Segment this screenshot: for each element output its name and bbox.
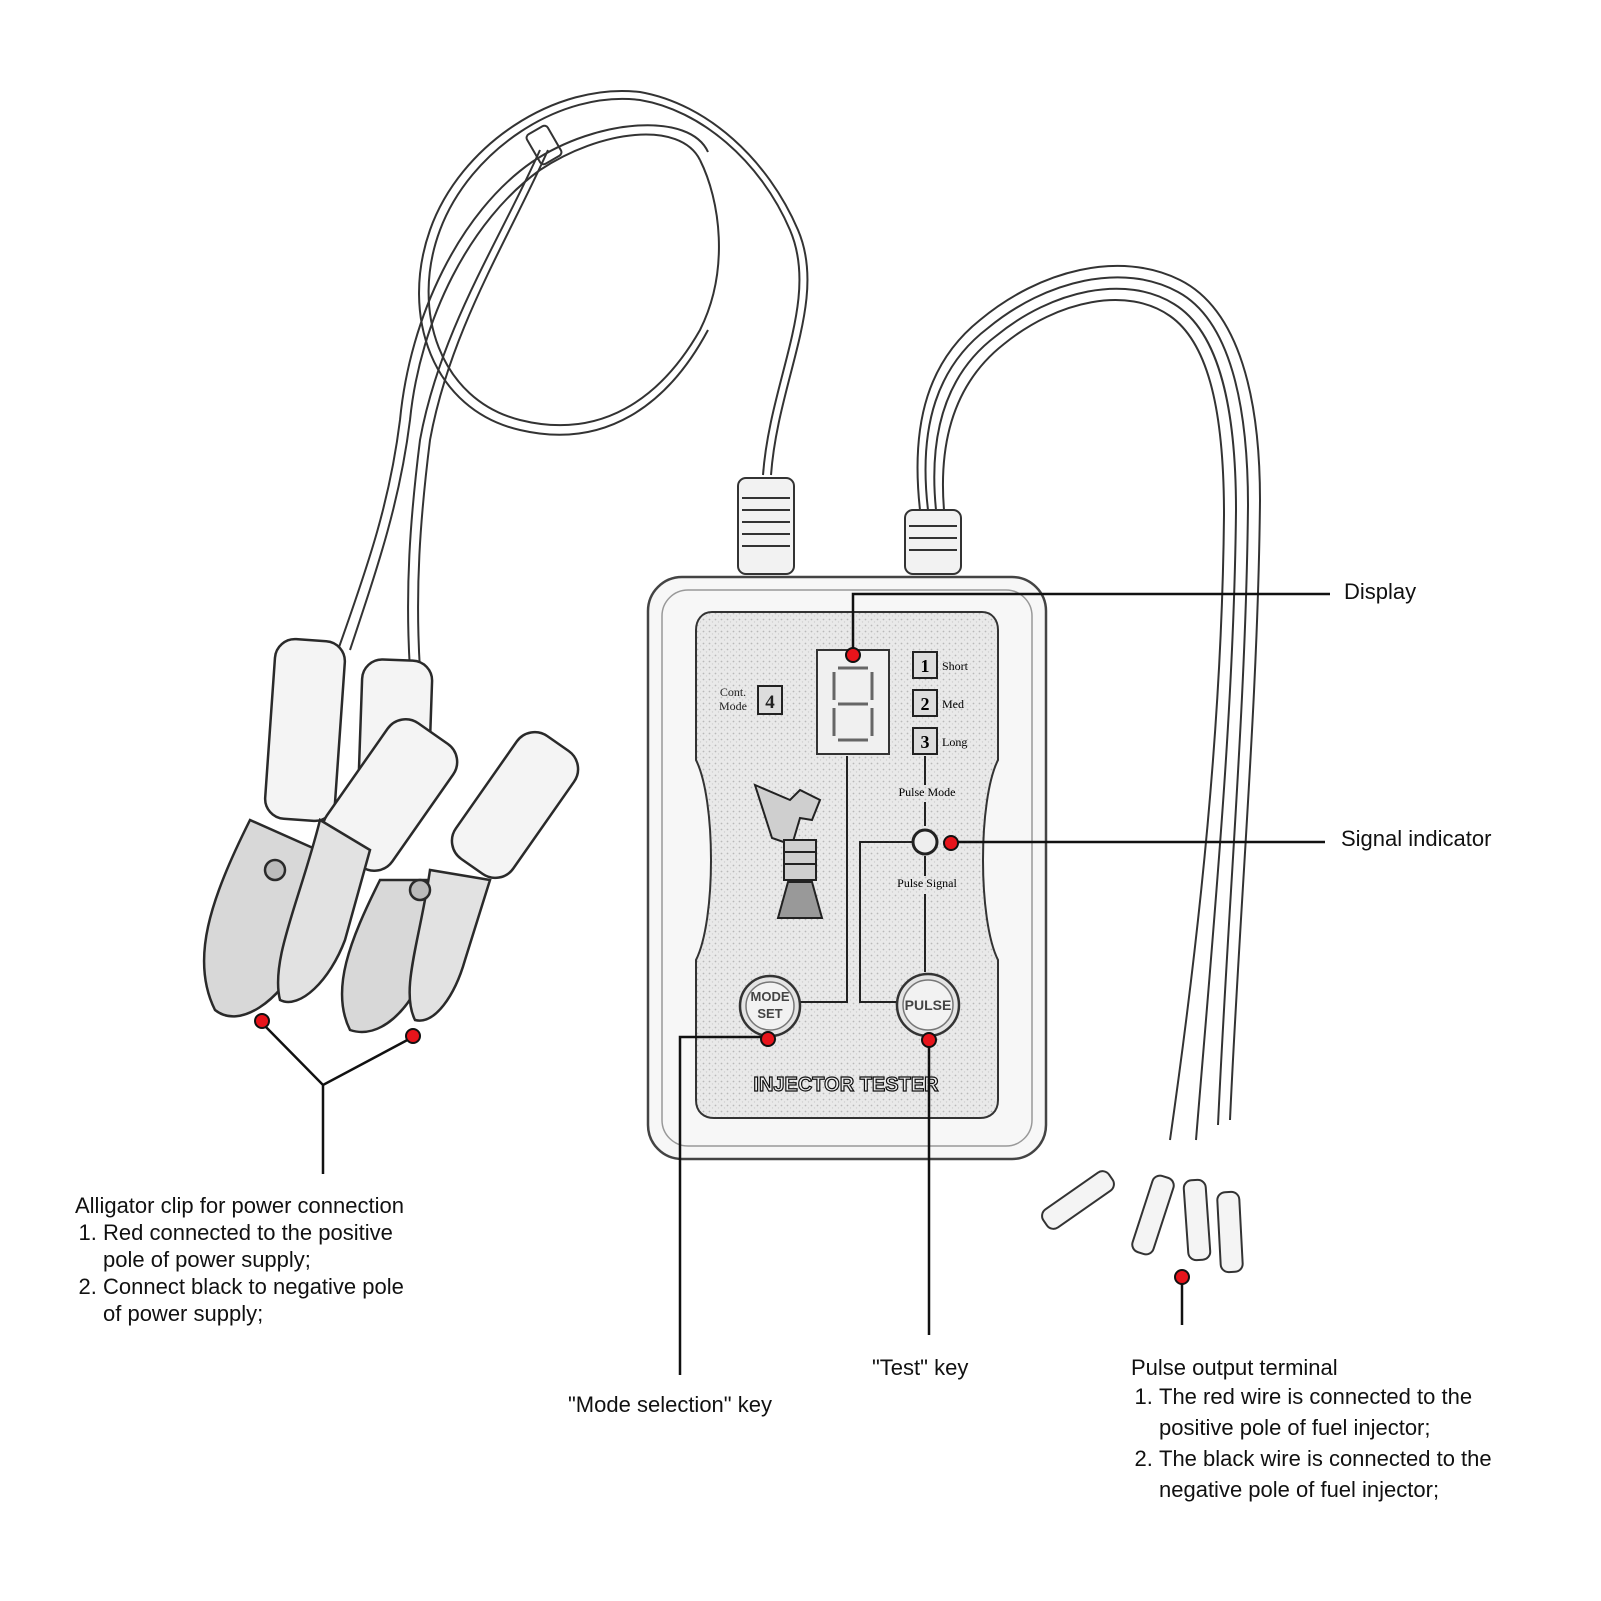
mode-button-line2: SET [757, 1006, 782, 1021]
callout-pulse-title: Pulse output terminal [1131, 1355, 1338, 1380]
leader-display [851, 592, 1330, 652]
callout-alligator-title: Alligator clip for power connection [75, 1193, 404, 1218]
marker-clip-red [254, 1013, 270, 1029]
callout-pulse-item: The black wire is connected to thenegati… [1159, 1443, 1492, 1505]
leader-lines [261, 592, 1330, 1375]
pulse-button[interactable]: PULSE [895, 972, 961, 1038]
mode-long: 3 Long [912, 727, 967, 755]
mode-number: 3 [921, 732, 930, 752]
marker-clip-black [405, 1028, 421, 1044]
pulse-output-terminals [1041, 1170, 1244, 1274]
callout-signal-indicator: Signal indicator [1341, 826, 1492, 851]
callout-test-key: "Test" key [872, 1355, 969, 1380]
brand-label: INJECTOR TESTER [753, 1074, 939, 1096]
mode-short: 1 Short [912, 651, 969, 679]
callout-display: Display [1344, 579, 1417, 604]
marker-test [921, 1032, 937, 1048]
mode-label: Short [942, 659, 969, 673]
seven-segment-display [816, 649, 890, 755]
leader-mode [678, 1035, 768, 1375]
cont-mode-number: 4 [765, 692, 775, 713]
mode-number: 1 [921, 656, 930, 676]
alligator-clips [202, 637, 580, 1034]
callout-pulse-output: Pulse output terminal The red wire is co… [1131, 1354, 1492, 1505]
marker-display [845, 647, 861, 663]
fuel-injector-icon [753, 783, 824, 919]
marker-signal [943, 835, 959, 851]
cont-mode-indicator: Cont. Mode 4 [719, 685, 783, 715]
mode-number: 2 [921, 694, 930, 714]
pulse-button-label: PULSE [905, 997, 952, 1013]
injector-tester-device: Cont. Mode 4 1 Short 2 Med 3 Long P [646, 477, 1048, 1161]
mode-label: Long [942, 735, 967, 749]
leader-clip [261, 1022, 414, 1174]
mode-button-line1: MODE [751, 989, 790, 1004]
mode-set-button[interactable]: MODE SET [738, 974, 802, 1038]
signal-led [911, 828, 939, 856]
left-connector [737, 477, 795, 575]
marker-mode [760, 1031, 776, 1047]
pulse-mode-list: 1 Short 2 Med 3 Long Pulse Mode Pulse Si… [800, 651, 969, 1003]
right-connector [904, 509, 962, 575]
cont-mode-label-1: Cont. [720, 685, 746, 699]
power-cable [337, 90, 809, 671]
cont-mode-label-2: Mode [719, 699, 747, 713]
mode-med: 2 Med [912, 689, 964, 717]
callout-alligator-clip: Alligator clip for power connection Red … [75, 1192, 404, 1327]
marker-pulse-output [1174, 1269, 1190, 1285]
callout-mode-key: "Mode selection" key [568, 1392, 772, 1417]
markers [254, 647, 1190, 1285]
pulse-mode-label: Pulse Mode [899, 785, 956, 799]
mode-label: Med [942, 697, 964, 711]
pulse-signal-label: Pulse Signal [897, 876, 957, 890]
callout-pulse-item: The red wire is connected to thepositive… [1159, 1381, 1492, 1443]
pulse-cable [916, 264, 1262, 1141]
